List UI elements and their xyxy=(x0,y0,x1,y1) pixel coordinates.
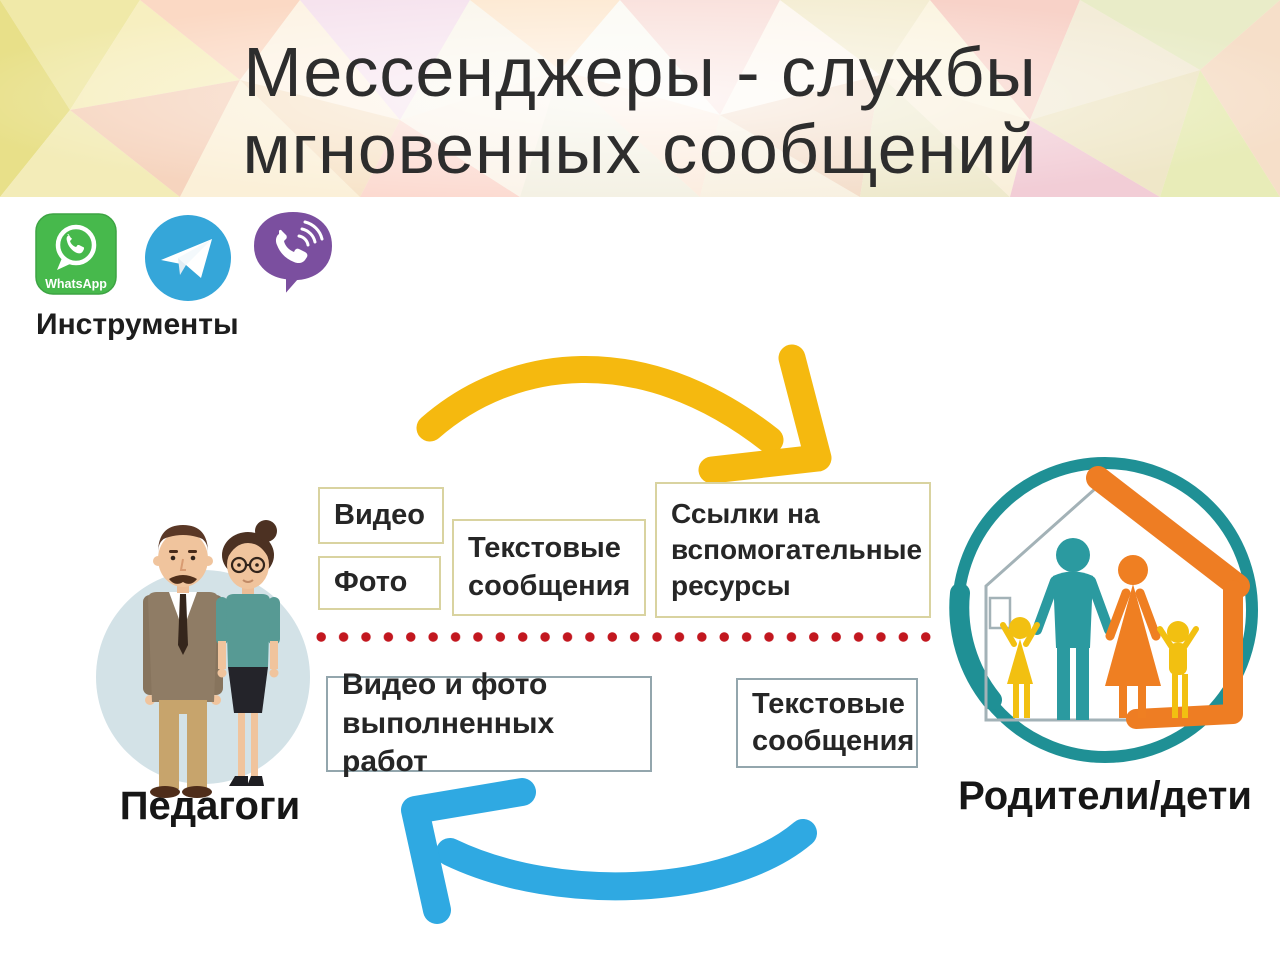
svg-text:WhatsApp: WhatsApp xyxy=(45,277,107,291)
teachers-illustration xyxy=(96,520,310,798)
dotted-divider xyxy=(310,630,938,644)
blue-arrow-icon xyxy=(401,778,817,924)
title-band: Мессенджеры - службы мгновенных сообщени… xyxy=(0,0,1280,197)
whatsapp-icon: WhatsApp xyxy=(35,213,117,295)
box-text-messages-bottom: Текстовые сообщения xyxy=(736,678,918,768)
box-photo: Фото xyxy=(318,556,441,610)
lowpoly-background xyxy=(0,0,1280,197)
telegram-icon xyxy=(145,215,231,301)
teacher-woman xyxy=(216,520,280,786)
teachers-label: Педагоги xyxy=(119,784,301,828)
tools-label: Инструменты xyxy=(36,308,239,341)
viber-icon xyxy=(249,207,337,304)
box-links-resources: Ссылки на вспомогательные ресурсы xyxy=(655,482,931,618)
box-video: Видео xyxy=(318,487,444,544)
parents-label: Родители/дети xyxy=(958,774,1252,818)
yellow-arrow-icon xyxy=(416,344,832,484)
family-illustration xyxy=(949,457,1258,763)
box-text-messages-top: Текстовые сообщения xyxy=(452,519,646,616)
page-title: Мессенджеры - службы мгновенных сообщени… xyxy=(242,33,1038,188)
teacher-man xyxy=(143,525,223,798)
box-video-photo-works: Видео и фото выполненных работ xyxy=(326,668,652,778)
family-figures xyxy=(1000,538,1199,720)
